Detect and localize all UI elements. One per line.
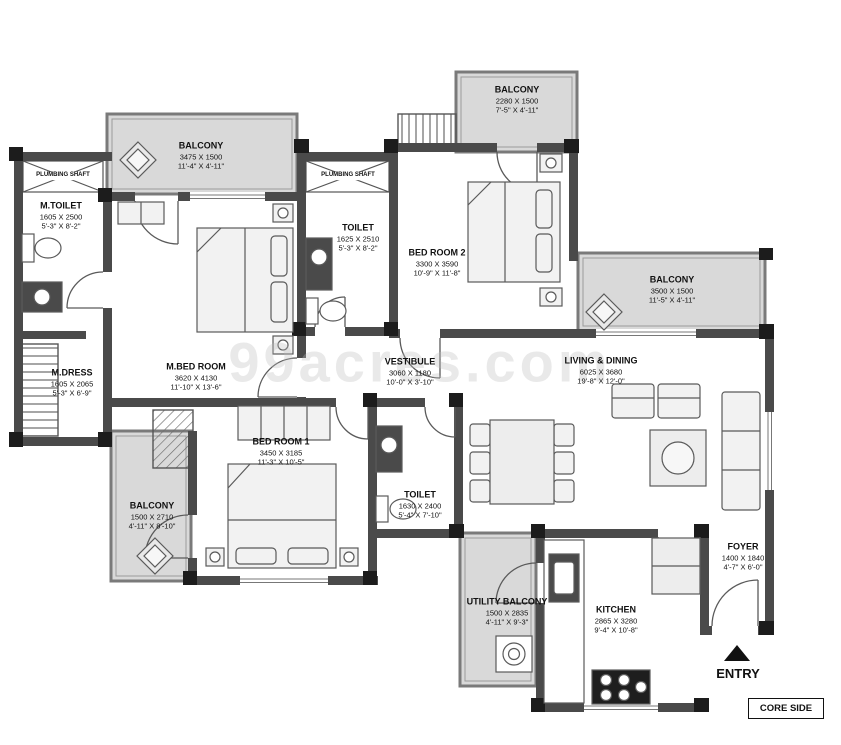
toilet-center-fixtures bbox=[305, 237, 347, 325]
bedroom1-furniture bbox=[205, 405, 359, 569]
room-label-m-bed-room: M.BED ROOM 3620 X 4130 11'-10" X 13'-6" bbox=[166, 361, 226, 392]
room-size-ft: 19'-8" X 12'-0" bbox=[577, 376, 625, 386]
room-size-ft: 9'-4" X 10'-8" bbox=[594, 625, 638, 635]
room-size-mm: 1500 X 2835 bbox=[485, 608, 529, 618]
room-name: UTILITY BALCONY bbox=[466, 596, 548, 607]
room-label-plumbing-shaft-center: PLUMBING SHAFT bbox=[319, 172, 377, 180]
room-size-ft: 10'-9" X 11'-8" bbox=[413, 268, 461, 278]
room-label-balcony-top-left: BALCONY 3475 X 1500 11'-4" X 4'-11" bbox=[178, 140, 224, 171]
room-size-ft: 4'-11" X 8'-10" bbox=[128, 521, 176, 531]
window-bedroom1 bbox=[240, 576, 328, 585]
room-label-bed-room-2: BED ROOM 2 3300 X 3590 10'-9" X 11'-8" bbox=[408, 247, 465, 278]
room-size-ft: 11'-5" X 4'-11" bbox=[648, 295, 696, 305]
core-side-label: CORE SIDE bbox=[748, 698, 824, 719]
window-living bbox=[596, 329, 696, 338]
room-name: BED ROOM 2 bbox=[408, 247, 466, 258]
windows bbox=[190, 192, 774, 712]
furniture bbox=[21, 141, 761, 705]
room-label-plumbing-shaft-left: PLUMBING SHAFT bbox=[34, 172, 92, 180]
room-size-mm: 3620 X 4130 bbox=[174, 373, 218, 383]
room-name: FOYER bbox=[727, 541, 759, 552]
room-name: TOILET bbox=[404, 489, 436, 500]
room-name: BALCONY bbox=[649, 274, 695, 285]
room-size-ft: 5'-4" X 7'-10" bbox=[398, 510, 442, 520]
room-size-ft: 5'-3" X 6'-9" bbox=[52, 388, 92, 398]
room-label-balcony-left: BALCONY 1500 X 2710 4'-11" X 8'-10" bbox=[129, 500, 176, 531]
window-kitchen bbox=[584, 703, 658, 712]
room-size-mm: 3450 X 3185 bbox=[259, 448, 303, 458]
room-size-mm: 2865 X 3280 bbox=[594, 616, 638, 626]
room-size-mm: 1605 X 2065 bbox=[50, 379, 94, 389]
window-master-bedroom bbox=[190, 192, 265, 201]
room-size-ft: 5'-3" X 8'-2" bbox=[338, 243, 378, 253]
room-name: PLUMBING SHAFT bbox=[319, 172, 377, 180]
room-label-living-dining: LIVING & DINING 6025 X 3680 19'-8" X 12'… bbox=[564, 355, 637, 386]
room-label-utility-balcony: UTILITY BALCONY 1500 X 2835 4'-11" X 9'-… bbox=[467, 596, 548, 627]
room-size-mm: 3060 X 1180 bbox=[389, 368, 431, 378]
room-size-mm: 1400 X 1840 bbox=[721, 553, 765, 563]
room-name: BALCONY bbox=[178, 140, 224, 151]
entry-label: ENTRY bbox=[716, 666, 760, 681]
room-name: BED ROOM 1 bbox=[252, 436, 310, 447]
room-label-balcony-right: BALCONY 3500 X 1500 11'-5" X 4'-11" bbox=[649, 274, 695, 305]
kitchen-fittings bbox=[543, 537, 701, 705]
room-name: BALCONY bbox=[494, 84, 540, 95]
room-size-ft: 11'-3" X 10'-5" bbox=[257, 457, 305, 467]
room-label-toilet-center: TOILET 1625 X 2510 5'-3" X 8'-2" bbox=[337, 222, 380, 253]
room-size-mm: 3500 X 1500 bbox=[650, 286, 694, 296]
room-name: M.TOILET bbox=[40, 200, 82, 211]
bedroom2-bed bbox=[467, 153, 563, 307]
room-name: PLUMBING SHAFT bbox=[34, 172, 92, 180]
room-name: M.DRESS bbox=[51, 367, 93, 378]
room-name: KITCHEN bbox=[596, 604, 636, 615]
master-toilet-fixtures bbox=[21, 233, 63, 313]
room-size-mm: 3475 X 1500 bbox=[179, 152, 223, 162]
window-living-right bbox=[765, 412, 774, 490]
room-size-mm: 2280 X 1500 bbox=[495, 96, 539, 106]
hatched-areas bbox=[19, 113, 457, 469]
columns bbox=[9, 139, 774, 712]
planters bbox=[119, 141, 623, 575]
room-name: LIVING & DINING bbox=[564, 355, 638, 366]
room-name: VESTIBULE bbox=[384, 356, 436, 367]
dining-set bbox=[469, 419, 575, 505]
room-size-ft: 5'-3" X 8'-2" bbox=[41, 221, 81, 231]
room-label-m-dress: M.DRESS 1605 X 2065 5'-3" X 6'-9" bbox=[51, 367, 94, 398]
room-name: BALCONY bbox=[129, 500, 175, 511]
room-size-ft: 4'-7" X 6'-0" bbox=[723, 562, 763, 572]
room-size-mm: 6025 X 3680 bbox=[579, 367, 623, 377]
room-name: TOILET bbox=[342, 222, 374, 233]
room-label-bed-room-1: BED ROOM 1 3450 X 3185 11'-3" X 10'-5" bbox=[252, 436, 309, 467]
master-bed bbox=[117, 201, 294, 355]
room-size-mm: 3300 X 3590 bbox=[415, 259, 459, 269]
room-size-ft: 10'-0" X 3'-10" bbox=[386, 377, 434, 387]
washing-machine bbox=[495, 635, 533, 673]
room-size-mm: 1625 X 2510 bbox=[336, 234, 380, 244]
room-size-mm: 1605 X 2500 bbox=[39, 212, 83, 222]
room-size-ft: 7'-5" X 4'-11" bbox=[495, 105, 539, 115]
room-size-mm: 1630 X 2400 bbox=[398, 501, 442, 511]
room-size-ft: 4'-11" X 9'-3" bbox=[485, 617, 529, 627]
room-label-vestibule: VESTIBULE 3060 X 1180 10'-0" X 3'-10" bbox=[385, 356, 436, 387]
room-label-toilet-bottom: TOILET 1630 X 2400 5'-4" X 7'-10" bbox=[398, 489, 441, 520]
room-label-foyer: FOYER 1400 X 1840 4'-7" X 6'-0" bbox=[722, 541, 765, 572]
ac-ledge bbox=[397, 113, 457, 146]
dress-closet bbox=[19, 343, 59, 437]
bedroom1-closet bbox=[152, 409, 194, 469]
room-size-ft: 11'-4" X 4'-11" bbox=[177, 161, 225, 171]
room-label-kitchen: KITCHEN 2865 X 3280 9'-4" X 10'-8" bbox=[594, 604, 637, 635]
room-label-m-toilet: M.TOILET 1605 X 2500 5'-3" X 8'-2" bbox=[40, 200, 83, 231]
room-label-balcony-top-center: BALCONY 2280 X 1500 7'-5" X 4'-11" bbox=[495, 84, 540, 115]
room-name: M.BED ROOM bbox=[166, 361, 226, 372]
room-size-mm: 1500 X 2710 bbox=[130, 512, 174, 522]
toilet-bottom-fixtures bbox=[375, 425, 417, 523]
room-size-ft: 11'-10" X 13'-6" bbox=[170, 382, 222, 392]
balcony-areas bbox=[105, 70, 767, 688]
sofa-set bbox=[611, 383, 761, 511]
entry-arrow-icon bbox=[724, 645, 750, 661]
